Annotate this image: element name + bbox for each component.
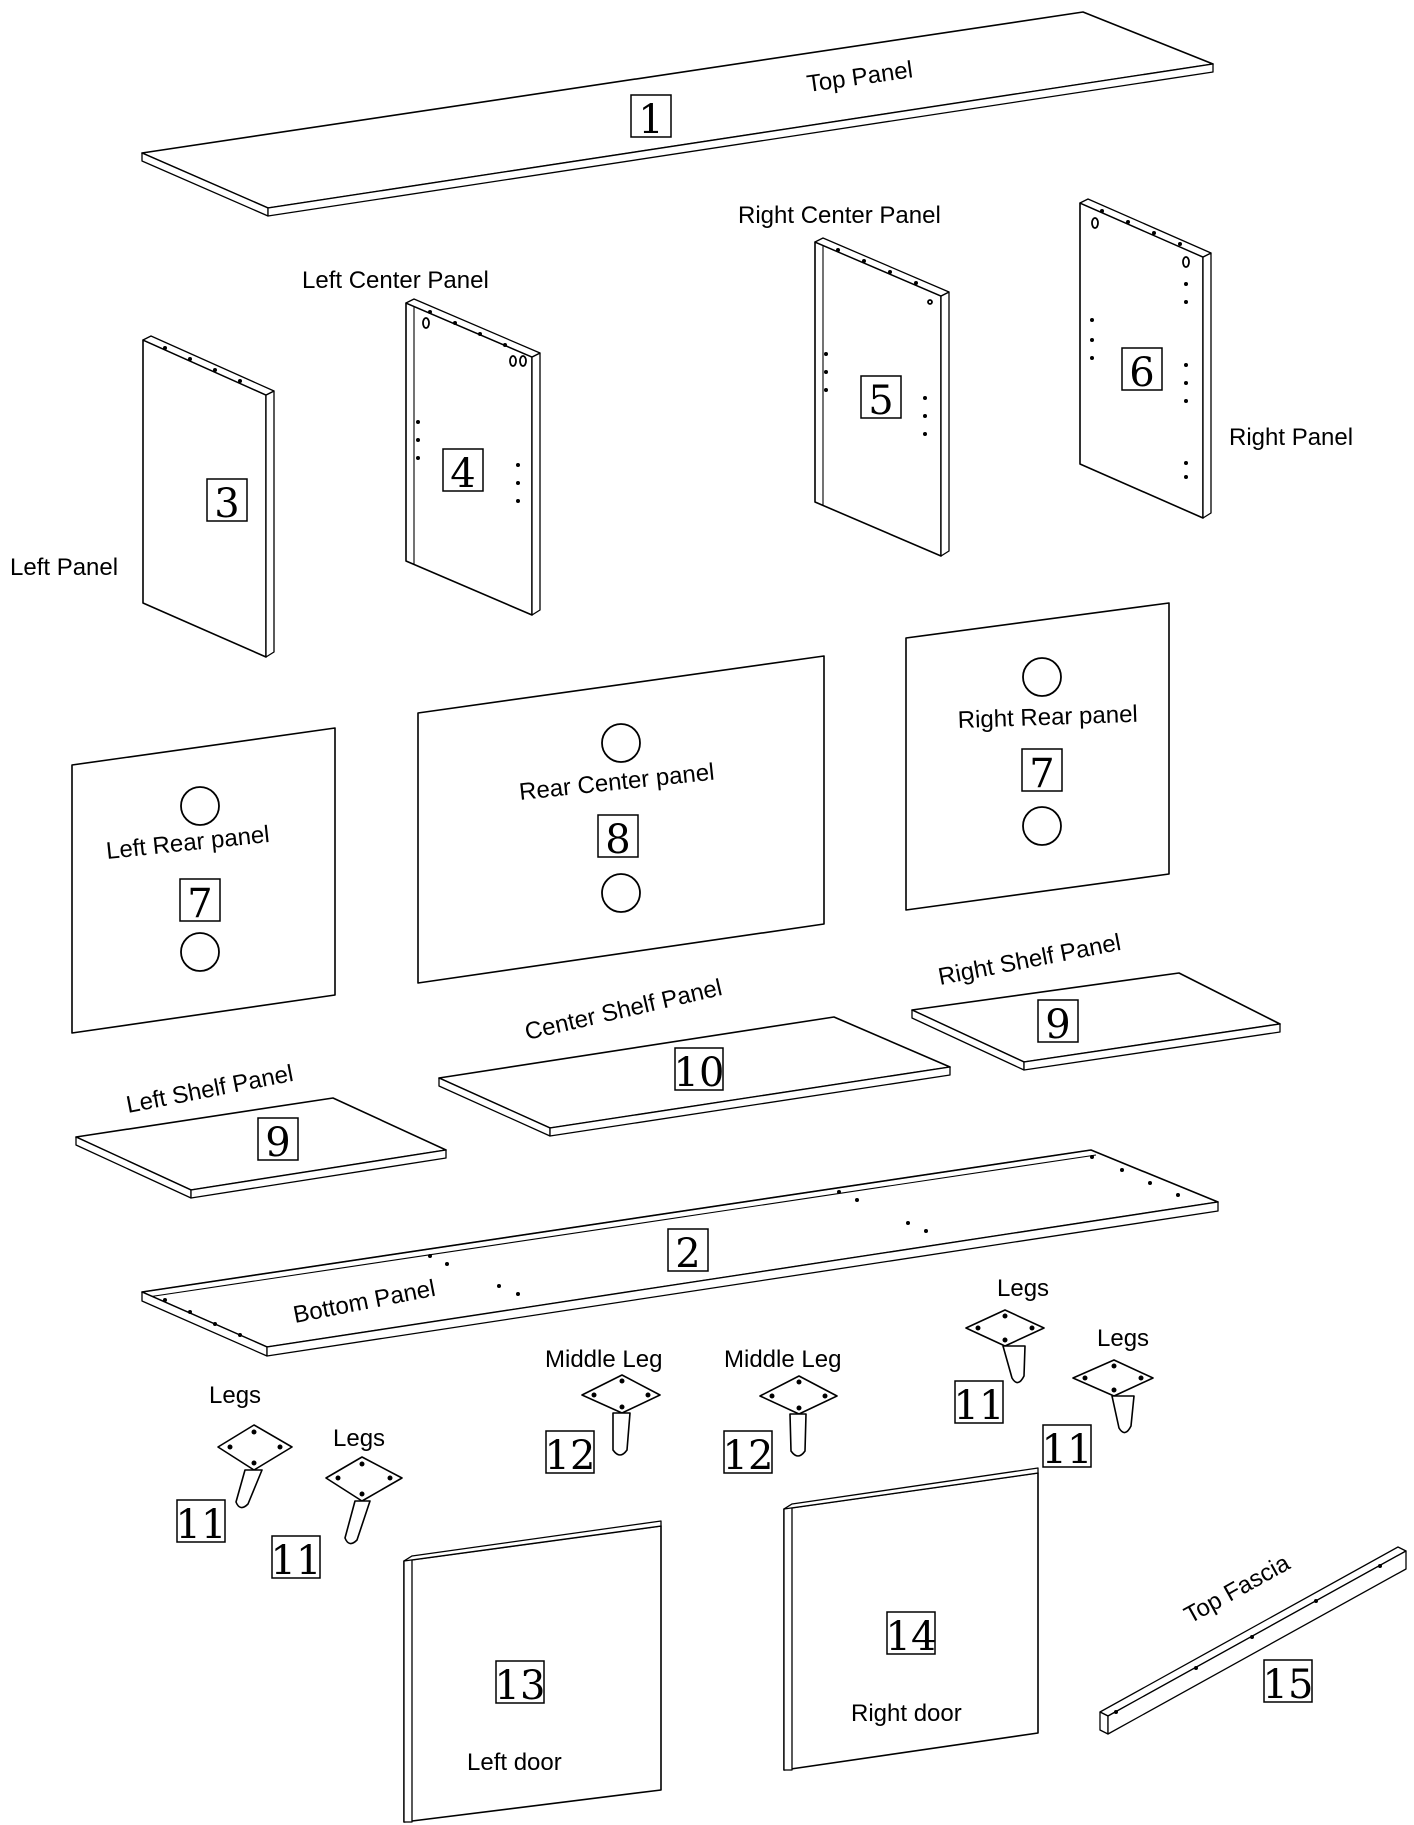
part-right-shelf-panel: Right Shelf Panel 9 <box>911 929 1281 1071</box>
leg-d-number: 11 <box>271 1538 322 1584</box>
part-left-shelf-panel: Left Shelf Panel 9 <box>75 1060 447 1199</box>
middle-leg-a-number: 12 <box>545 1433 596 1479</box>
part-right-panel: 6 Right Panel <box>1079 198 1353 519</box>
right-rear-panel-label: Right Rear panel <box>957 701 1138 734</box>
part-leg-b: Legs 11 <box>1042 1325 1154 1473</box>
left-rear-panel-number: 7 <box>187 881 212 927</box>
right-center-panel-number: 5 <box>868 378 893 424</box>
part-left-door: 13 Left door <box>403 1520 662 1823</box>
left-panel-number: 3 <box>214 481 239 527</box>
leg-b-label: Legs <box>1097 1325 1149 1352</box>
leg-b-number: 11 <box>1042 1427 1093 1473</box>
right-door-number: 14 <box>886 1614 937 1660</box>
part-center-shelf-panel: Center Shelf Panel 10 <box>438 974 951 1137</box>
part-middle-leg-b: Middle Leg 12 <box>723 1346 842 1479</box>
part-top-fascia: Top Fascia 15 <box>1099 1546 1407 1735</box>
left-door-label: Left door <box>467 1749 562 1776</box>
part-leg-d: Legs 11 <box>271 1425 403 1584</box>
bottom-panel-number: 2 <box>675 1231 700 1277</box>
part-leg-c: Legs 11 <box>176 1382 293 1548</box>
middle-leg-a-label: Middle Leg <box>545 1346 662 1373</box>
middle-leg-b-label: Middle Leg <box>724 1346 841 1373</box>
center-shelf-panel-number: 10 <box>674 1050 725 1096</box>
right-rear-panel-number: 7 <box>1029 751 1054 797</box>
center-shelf-panel-label: Center Shelf Panel <box>522 974 724 1046</box>
middle-leg-b-number: 12 <box>723 1433 774 1479</box>
leg-a-label: Legs <box>997 1275 1049 1302</box>
left-shelf-panel-number: 9 <box>265 1120 290 1166</box>
left-center-panel-label: Left Center Panel <box>302 267 489 294</box>
right-shelf-panel-label: Right Shelf Panel <box>936 929 1123 991</box>
part-right-rear-panel: Right Rear panel 7 <box>905 602 1170 911</box>
top-panel-number: 1 <box>638 97 663 143</box>
left-door-number: 13 <box>495 1663 546 1709</box>
right-panel-label: Right Panel <box>1229 424 1353 451</box>
rear-center-panel-number: 8 <box>605 817 630 863</box>
left-panel-label: Left Panel <box>10 554 118 581</box>
leg-c-label: Legs <box>209 1382 261 1409</box>
part-right-door: 14 Right door <box>783 1467 1039 1771</box>
leg-a-number: 11 <box>954 1383 1005 1429</box>
part-leg-a: Legs 11 <box>954 1275 1050 1429</box>
leg-d-label: Legs <box>333 1425 385 1452</box>
top-fascia-number: 15 <box>1263 1662 1314 1708</box>
right-panel-number: 6 <box>1129 350 1154 396</box>
left-center-panel-number: 4 <box>450 451 475 497</box>
part-right-center-panel: 5 Right Center Panel <box>738 202 950 557</box>
part-top-panel: Top Panel 1 <box>141 11 1214 217</box>
part-rear-center-panel: Rear Center panel 8 <box>417 655 825 984</box>
part-left-center-panel: 4 Left Center Panel <box>302 267 541 616</box>
part-left-panel: 3 Left Panel <box>10 335 275 658</box>
right-center-panel-label: Right Center Panel <box>738 202 941 229</box>
part-bottom-panel: Bottom Panel 2 <box>141 1149 1219 1357</box>
right-shelf-panel-number: 9 <box>1045 1002 1070 1048</box>
right-door-label: Right door <box>851 1700 962 1727</box>
part-left-rear-panel: Left Rear panel 7 <box>71 727 336 1034</box>
part-middle-leg-a: Middle Leg 12 <box>545 1346 663 1479</box>
leg-c-number: 11 <box>176 1502 227 1548</box>
